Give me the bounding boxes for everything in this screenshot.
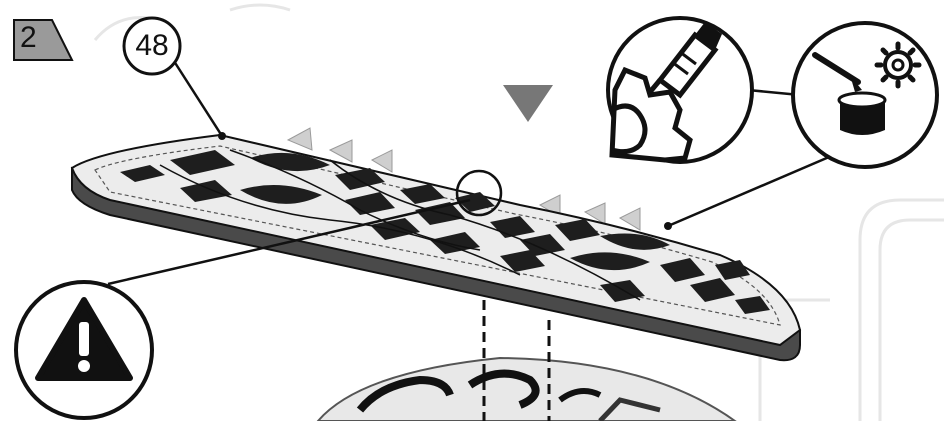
down-arrow-icon: [503, 85, 553, 122]
lower-part: [318, 358, 735, 421]
lattice-plate: [72, 135, 800, 360]
glue-callout: [608, 18, 752, 162]
part-number: 48: [121, 21, 183, 71]
step-number: 2: [20, 18, 50, 58]
gear-icon: [877, 44, 919, 86]
paint-callout: [793, 23, 937, 167]
warning-callout: [16, 282, 152, 418]
